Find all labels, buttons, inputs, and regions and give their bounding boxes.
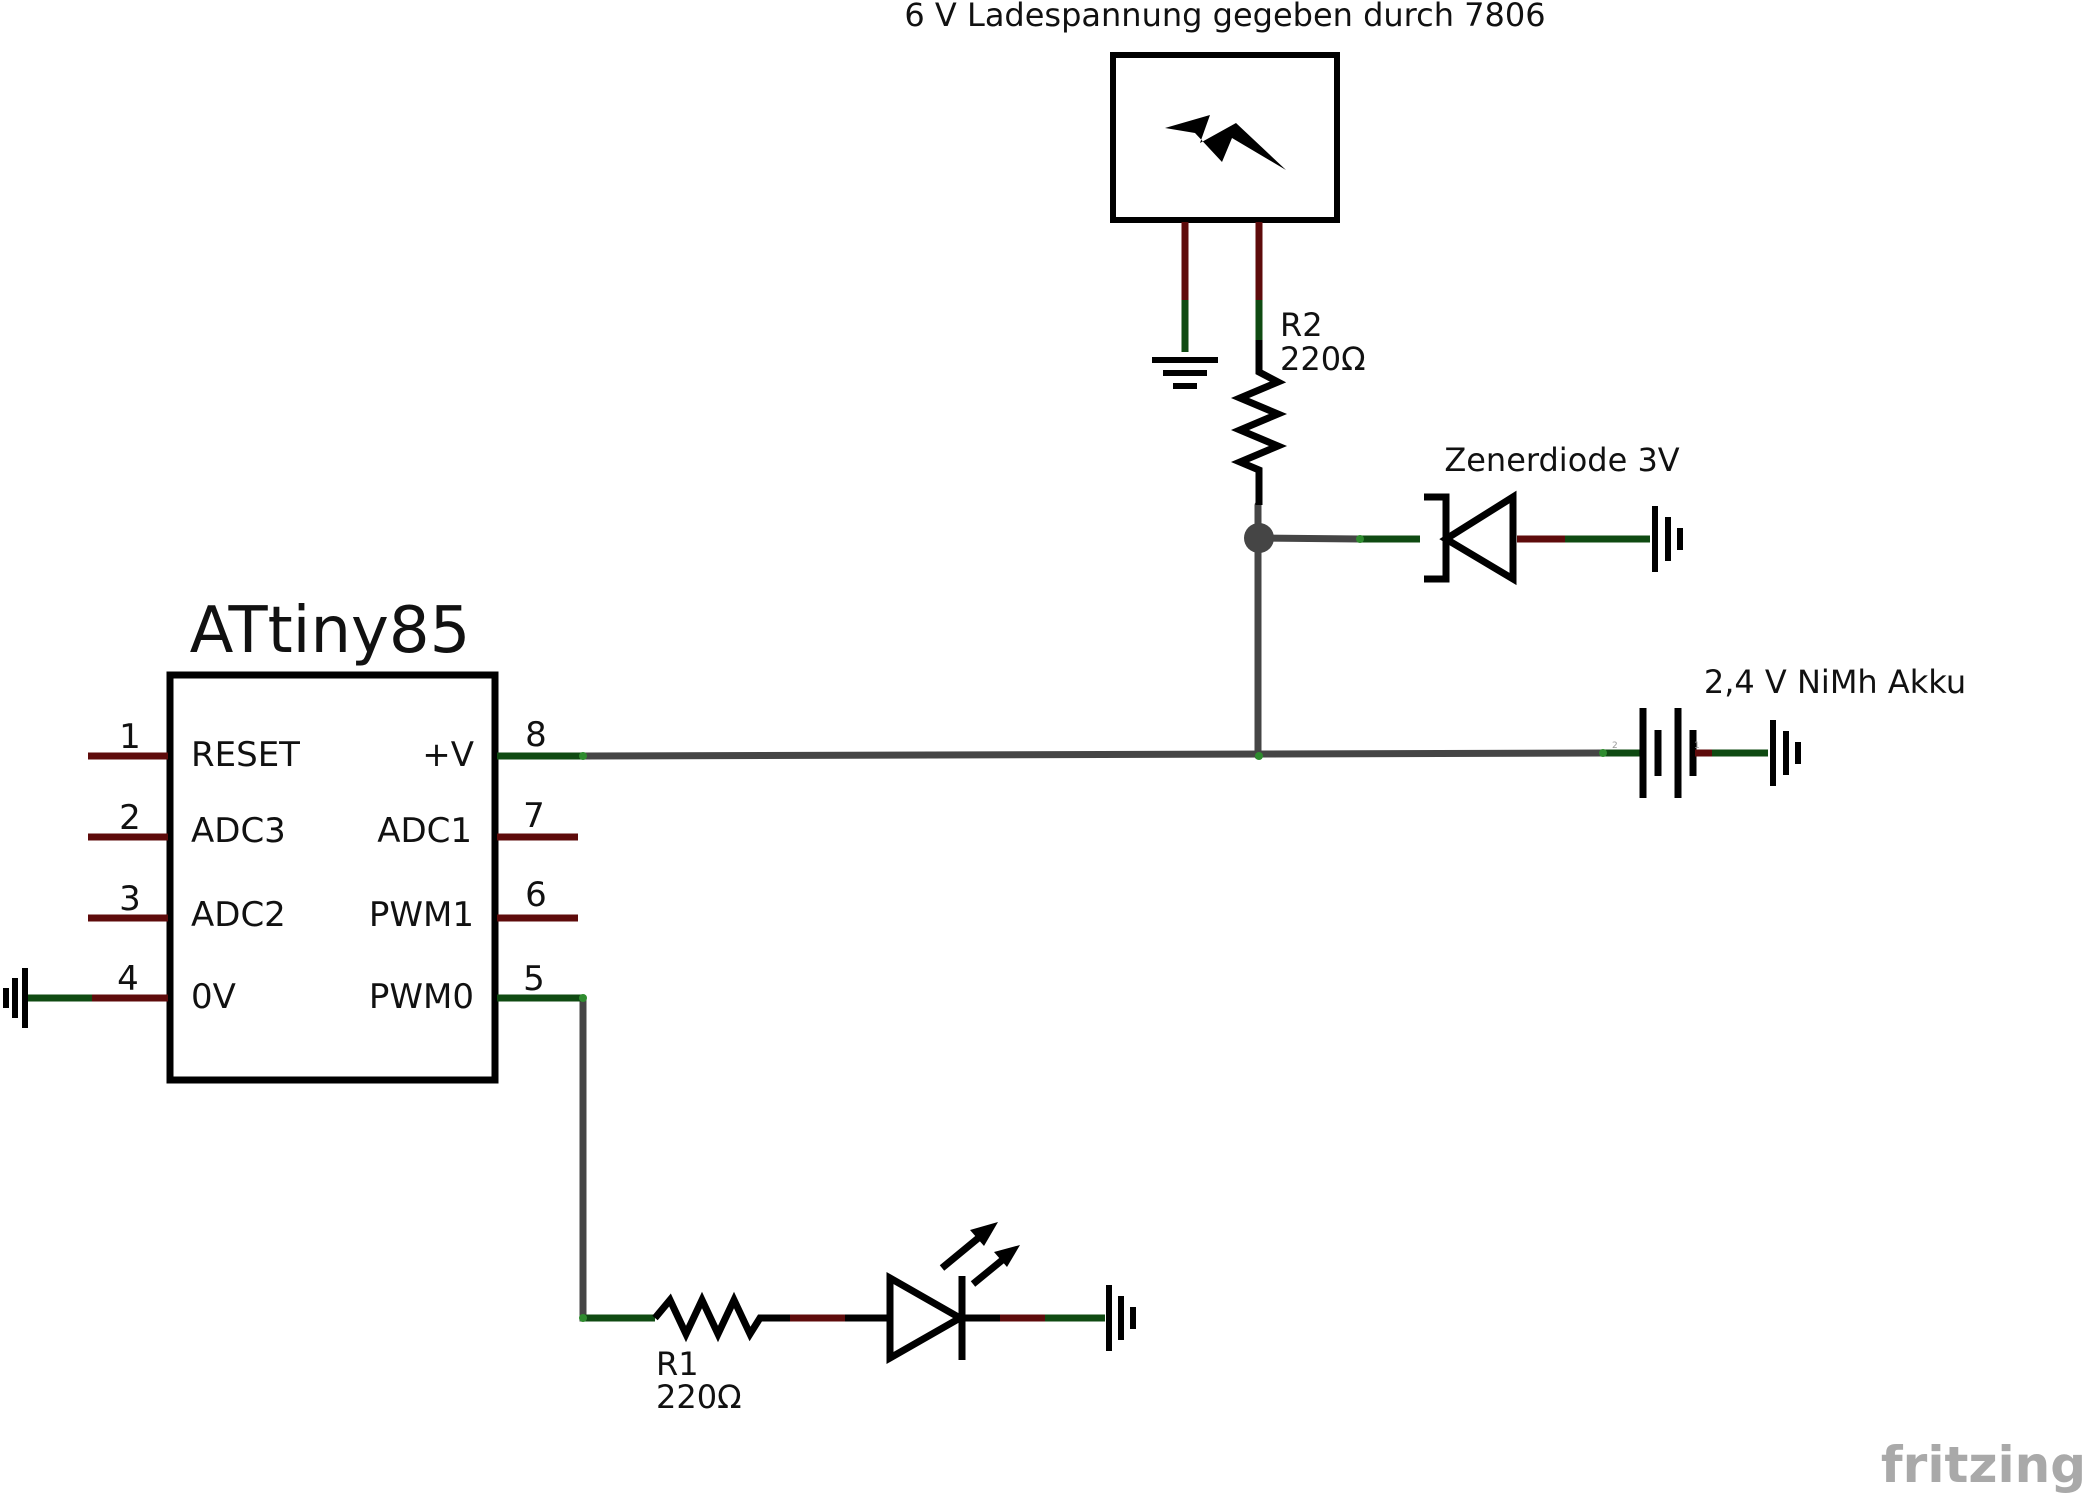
battery-label: 2,4 V NiMh Akku <box>1704 663 1966 701</box>
r2-value: 220Ω <box>1280 340 1366 378</box>
ground-pin4-icon <box>3 968 28 1028</box>
pin-8-number: 8 <box>525 715 547 755</box>
pin-4-number: 4 <box>117 959 139 999</box>
connection-dots <box>579 535 1607 1322</box>
battery[interactable]: 2,4 V NiMh Akku 2 1 <box>1603 663 1966 798</box>
junction-node <box>1244 523 1274 553</box>
pin-7-number: 7 <box>523 796 545 836</box>
ground-battery-icon <box>1770 720 1801 786</box>
pin-6-name: PWM1 <box>369 895 474 935</box>
pin-6-number: 6 <box>525 875 547 915</box>
r1-ref: R1 <box>656 1345 699 1383</box>
pin-5-number: 5 <box>523 959 545 999</box>
pin-4-name: 0V <box>191 977 236 1017</box>
wire-vcc-bus[interactable] <box>579 749 1607 760</box>
power-source: 6 V Ladespannung gegeben durch 7806 <box>904 0 1546 352</box>
pin-2-name: ADC3 <box>191 811 286 851</box>
r2-resistor[interactable]: R2 220Ω <box>1230 306 1366 505</box>
led-light-arrows-icon <box>939 1222 1020 1287</box>
power-source-label: 6 V Ladespannung gegeben durch 7806 <box>904 0 1545 34</box>
r1-resistor[interactable]: R1 220Ω <box>583 1291 790 1416</box>
pin-8-name: +V <box>422 735 474 775</box>
chip-body <box>166 671 499 1084</box>
pin-3-number: 3 <box>119 879 141 919</box>
led-triangle <box>886 1271 968 1365</box>
zener-label: Zenerdiode 3V <box>1444 441 1679 479</box>
ground-power-icon <box>1152 357 1218 389</box>
pin-7-name: ADC1 <box>377 811 472 851</box>
ground-led-icon <box>1106 1285 1136 1351</box>
wire-pwm0-to-r1[interactable] <box>579 994 624 1322</box>
attiny85-chip: ATtiny85 1 2 3 4 RESET ADC3 ADC2 0V 8 7 … <box>28 594 583 1084</box>
zener-diode[interactable]: Zenerdiode 3V <box>1360 441 1680 586</box>
junction-dot-bus <box>1255 752 1263 760</box>
r2-ref: R2 <box>1280 306 1323 344</box>
battery-pin-1: 1 <box>1694 741 1700 751</box>
ground-zener-icon <box>1652 506 1683 572</box>
pin-2-number: 2 <box>119 798 141 838</box>
pin-1-name: RESET <box>191 735 300 775</box>
led[interactable] <box>790 1222 1105 1365</box>
r1-value: 220Ω <box>656 1378 742 1416</box>
pin-5-name: PWM0 <box>369 977 474 1017</box>
wire-node-to-zener[interactable] <box>1254 534 1364 543</box>
chip-title: ATtiny85 <box>190 594 471 668</box>
battery-pin-2: 2 <box>1612 741 1618 751</box>
fritzing-logo: fritzing <box>1881 1436 2086 1494</box>
lightning-icon <box>1165 115 1286 170</box>
wires <box>579 501 1607 1322</box>
pin-1-number: 1 <box>119 717 141 757</box>
zener-triangle <box>1439 490 1517 586</box>
pin-3-name: ADC2 <box>191 895 286 935</box>
